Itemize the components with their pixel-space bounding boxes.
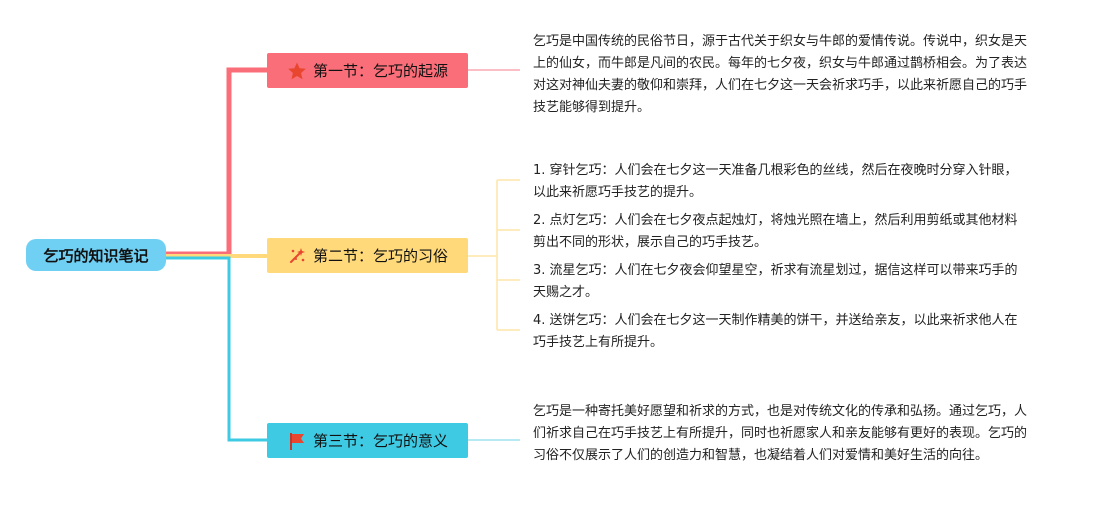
star-icon [287,61,307,81]
root-node[interactable]: 乞巧的知识笔记 [26,239,166,271]
list-item: 4. 送饼乞巧：人们会在七夕这一天制作精美的饼干，并送给亲友，以此来祈求他人在巧… [533,313,1018,350]
section-content-meaning: 乞巧是一种寄托美好愿望和祈求的方式，也是对传统文化的传承和弘扬。通过乞巧，人们祈… [533,404,1028,463]
section-node-customs[interactable]: 第二节：乞巧的习俗 [267,238,468,273]
connector-root-section1 [166,67,267,257]
list-item: 3. 流星乞巧：人们在七夕夜会仰望星空，祈求有流星划过，据信这样可以带来巧手的天… [533,263,1018,300]
section-title: 第一节：乞巧的起源 [312,62,448,80]
section-title: 第三节：乞巧的意义 [312,432,448,450]
section-node-origin[interactable]: 第一节：乞巧的起源 [267,53,468,88]
list-item: 2. 点灯乞巧：人们会在七夕夜点起烛灯，将烛光照在墙上，然后利用剪纸或其他材料剪… [533,213,1018,250]
sparkles-icon [287,246,307,266]
root-label: 乞巧的知识笔记 [43,246,149,265]
flag-icon [287,431,307,451]
section-node-meaning[interactable]: 第三节：乞巧的意义 [267,423,468,458]
list-item: 1. 穿针乞巧：人们会在七夕这一天准备几根彩色的丝线，然后在夜晚时分穿入针眼，以… [533,163,1018,200]
connector-root-section3 [166,256,267,442]
section-content-origin: 乞巧是中国传统的民俗节日，源于古代关于织女与牛郎的爱情传说。传说中，织女是天上的… [533,34,1028,115]
connector-section2-items [468,179,520,331]
section-title: 第二节：乞巧的习俗 [312,247,448,265]
